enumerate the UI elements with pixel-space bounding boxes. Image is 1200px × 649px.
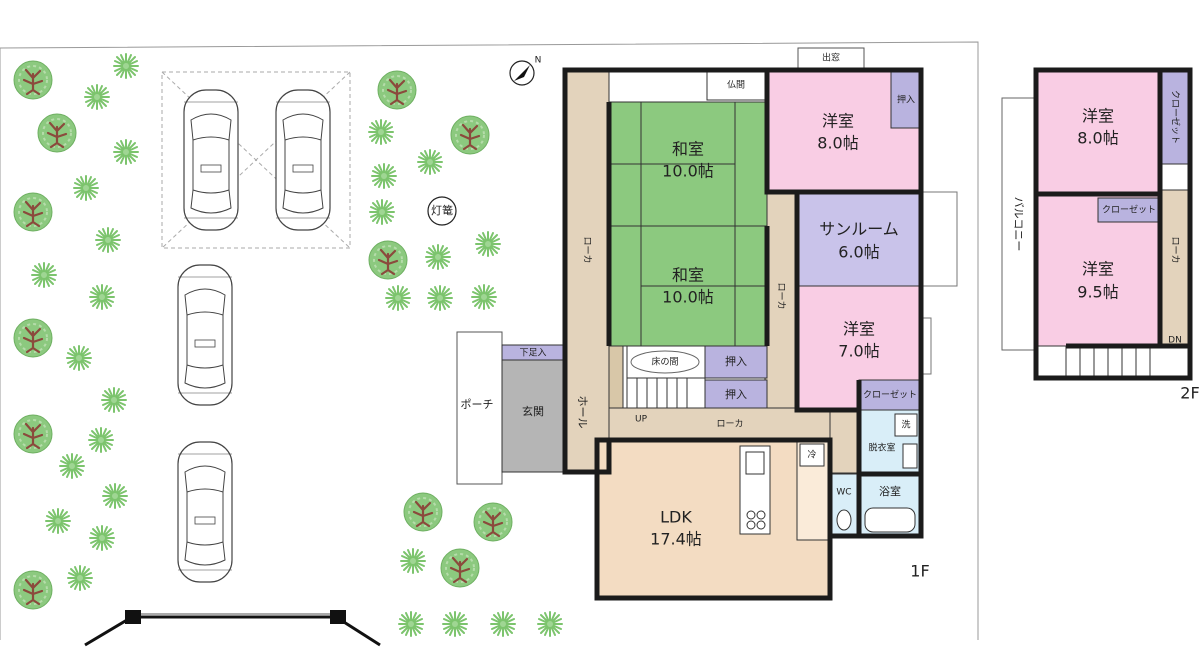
floor-1f-label: 1F — [910, 562, 929, 581]
washer-label: 洗 — [901, 419, 910, 431]
genkan-label: 玄関 — [522, 404, 544, 418]
front-gate — [84, 610, 381, 647]
parked-car-icon — [183, 89, 239, 231]
lantern-label: 灯篭 — [431, 203, 453, 217]
floor-2f-label: 2F — [1180, 384, 1199, 403]
ldk — [596, 439, 831, 599]
demado-label: 出窓 — [822, 52, 840, 64]
shoe-cabinet-label: 下足入 — [519, 348, 546, 359]
corridor-2f — [1159, 189, 1191, 347]
youshitsu-e-name: 洋室 — [843, 320, 875, 339]
sunroom — [796, 191, 922, 287]
corridor-left-label: ローカ — [582, 236, 593, 263]
youshitsu-2f-upper-size: 8.0帖 — [1077, 129, 1118, 148]
ldk-name: LDK — [660, 508, 692, 527]
staircase-2f — [1065, 345, 1191, 379]
hall-label: ホール — [576, 396, 589, 429]
butsuma-label: 仏間 — [727, 80, 745, 91]
washitsu-lower-size: 10.0帖 — [662, 288, 714, 307]
wc-label: WC — [836, 488, 851, 498]
closet-2f-top — [1097, 197, 1161, 223]
corridor-2f-label: ローカ — [1170, 236, 1181, 263]
stairs-down-label: DN — [1168, 336, 1182, 346]
sunroom-name: サンルーム — [819, 220, 899, 239]
youshitsu-e-size: 7.0帖 — [838, 342, 879, 361]
parked-car-icon — [275, 89, 331, 231]
parked-car-icon — [177, 441, 233, 583]
staircase-1f — [626, 377, 706, 409]
oshiire-2-label: 押入 — [725, 387, 747, 401]
walls-1f — [562, 67, 924, 601]
bathroom-label: 浴室 — [879, 484, 901, 498]
oshiire-2 — [704, 379, 768, 409]
youshitsu-ne-name: 洋室 — [822, 112, 854, 131]
oshiire-1 — [704, 345, 768, 379]
dressing-room-label: 脱衣室 — [868, 442, 895, 454]
tatami-lines — [609, 102, 767, 346]
closet-1f-label: クローゼット — [863, 389, 917, 401]
oshiire-1-label: 押入 — [725, 354, 747, 368]
stone-lantern: 灯篭 — [427, 196, 457, 226]
parked-car-icon — [177, 264, 233, 406]
washitsu-upper-name: 和室 — [672, 140, 704, 159]
washitsu-upper-size: 10.0帖 — [662, 162, 714, 181]
corridor-right-stub — [829, 407, 861, 474]
sunroom-size: 6.0帖 — [838, 243, 879, 262]
youshitsu-2f-lower-name: 洋室 — [1082, 260, 1114, 279]
balcony — [1001, 97, 1035, 351]
youshitsu-2f-upper-name: 洋室 — [1082, 107, 1114, 126]
fridge-label: 冷 — [807, 449, 816, 461]
corridor-bottom-label: ローカ — [716, 419, 743, 430]
compass-north-label: N — [535, 56, 542, 66]
stairs-up-label: UP — [635, 415, 648, 425]
porch-label: ポーチ — [461, 398, 494, 411]
corridor-middle-label: ローカ — [776, 282, 787, 309]
youshitsu-2f-upper — [1035, 69, 1161, 195]
tokonoma-label: 床の間 — [651, 356, 678, 368]
closet-2f-side-label: クローゼット — [1170, 90, 1182, 144]
washitsu-lower-name: 和室 — [672, 266, 704, 285]
site-boundary — [0, 41, 979, 640]
ldk-size: 17.4帖 — [650, 530, 702, 549]
oshiire-top — [890, 71, 922, 129]
closet-2f-top-label: クローゼット — [1102, 204, 1156, 216]
compass-icon: N — [509, 56, 542, 86]
closet-1f — [858, 379, 922, 411]
walls-2f — [1033, 67, 1193, 381]
youshitsu-2f-lower-size: 9.5帖 — [1077, 283, 1118, 302]
oshiire-top-label: 押入 — [897, 94, 915, 106]
closet-2f-side — [1159, 69, 1191, 165]
balcony-label: バルコニー — [1012, 197, 1025, 252]
youshitsu-ne-size: 8.0帖 — [817, 134, 858, 153]
